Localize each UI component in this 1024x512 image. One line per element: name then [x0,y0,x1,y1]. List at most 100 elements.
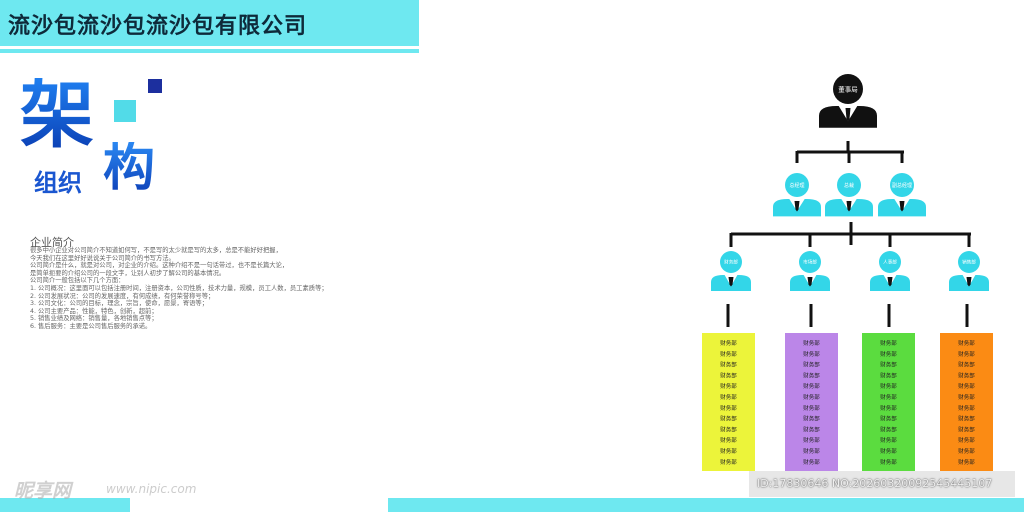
dept-box-item: 财务部 [880,371,897,379]
watermark-brand: 昵享网 [14,480,72,502]
dept-box-item: 财务部 [958,339,975,347]
dept-box-item: 财务部 [720,458,737,466]
manager-2-head [890,173,914,197]
dept-box-item: 财务部 [720,350,737,358]
dept-box-item: 财务部 [803,382,820,390]
intro-line: 今天我们在这里好好说说关于公司简介的书写方法。 [30,254,175,262]
watermark-url: www.nipic.com [106,482,197,496]
dept-box-item: 财务部 [720,393,737,401]
dept-box-item: 财务部 [803,447,820,455]
dept-box-item: 财务部 [803,436,820,444]
intro-line: 1. 公司概况：这里面可以包括注册时间，注册资本，公司性质，技术力量，规模，员工… [30,284,328,292]
decor-square-navy [148,79,162,93]
dept-box-item: 财务部 [803,371,820,379]
dept-box-3 [940,333,993,471]
intro-line: 2. 公司发展状况：公司的发展速度，有何成绩，有何荣誉称号等； [30,292,215,300]
intro-line: 3. 公司文化：公司的目标，理念，宗旨，使命，愿景，寄语等； [30,300,209,308]
dept-box-item: 财务部 [880,350,897,358]
dept-box-item: 财务部 [880,339,897,347]
dept-head-3-label: 销售部 [962,259,976,266]
dept-box-item: 财务部 [958,436,975,444]
title-char-jia: 架 [20,72,94,158]
dept-box-item: 财务部 [803,339,820,347]
dept-box-item: 财务部 [958,393,975,401]
dept-box-item: 财务部 [958,415,975,423]
dept-box-1 [785,333,838,471]
dept-box-item: 财务部 [958,458,975,466]
dept-box-item: 财务部 [803,458,820,466]
intro-line: 很多中小企业对公司简介不知道如何写，不是写的太少就是写的太多，总是不能好好把握， [30,247,282,254]
dept-box-item: 财务部 [958,350,975,358]
dept-box-item: 财务部 [720,425,737,433]
intro-line: 4. 公司主要产品：性能，特色，创新，超前； [30,307,158,315]
bottom-strip-right [388,498,1024,512]
manager-2-label: 副总经理 [892,182,912,189]
intro-line: 公司简介是什么，就是对公司，对企业的介绍。这种介绍不是一句话带过，也不是长篇大论… [30,262,289,270]
dept-box-item: 财务部 [720,361,737,369]
dept-head-2-tie [887,277,893,287]
chairman-tie [845,108,851,122]
dept-head-2-label: 人事部 [883,259,897,266]
dept-box-item: 财务部 [720,404,737,412]
dept-box-item: 财务部 [880,393,897,401]
dept-box-item: 财务部 [958,447,975,455]
decor-square-cyan [114,100,136,122]
intro-heading: 企业简介 [30,236,74,249]
title-zuzhi: 组织 [34,169,82,197]
manager-1-head [837,173,861,197]
dept-box-item: 财务部 [880,447,897,455]
dept-box-item: 财务部 [958,382,975,390]
dept-box-item: 财务部 [803,425,820,433]
dept-box-item: 财务部 [803,393,820,401]
dept-box-item: 财务部 [720,382,737,390]
dept-head-1-label: 市场部 [803,259,817,266]
intro-text: 很多中小企业对公司简介不知道如何写，不是写的太少就是写的太多，总是不能好好把握，… [30,247,390,331]
dept-box-item: 财务部 [880,425,897,433]
intro-line: 5. 销售业绩及网络：销售量，各地销售点等； [30,315,158,323]
dept-head-0-head [720,251,742,273]
title-char-gou: 构 [103,138,156,198]
dept-box-item: 财务部 [803,415,820,423]
manager-0-head [785,173,809,197]
dept-box-item: 财务部 [720,339,737,347]
manager-1-tie [846,201,852,212]
dept-box-item: 财务部 [880,458,897,466]
dept-head-3-head [958,251,980,273]
dept-box-item: 财务部 [880,415,897,423]
dept-box-item: 财务部 [958,371,975,379]
dept-head-0-label: 财务部 [724,259,738,266]
header-band: 流沙包流沙包流沙包有限公司 [0,0,419,46]
manager-0-tie [794,201,800,212]
manager-1-label: 总裁 [844,182,854,189]
dept-head-1-head [799,251,821,273]
dept-box-item: 财务部 [880,404,897,412]
dept-box-item: 财务部 [720,447,737,455]
dept-box-item: 财务部 [958,361,975,369]
chairman-label: 董事局 [838,84,858,93]
dept-box-item: 财务部 [803,404,820,412]
dept-box-0 [702,333,755,471]
watermark-id: ID:17830646 NO:20260320092545445107 [757,477,993,490]
dept-box-item: 财务部 [880,361,897,369]
dept-head-0-tie [728,277,734,287]
dept-head-1-tie [807,277,813,287]
dept-box-item: 财务部 [958,425,975,433]
dept-box-item: 财务部 [880,382,897,390]
manager-0-label: 总经理 [789,182,804,189]
header-rule [0,49,419,53]
intro-line: 公司简介一般包括以下几个方面： [30,277,125,285]
intro-line: 是简单扼要的介绍公司的一段文字，让别人初步了解公司的基本情况。 [30,269,226,277]
dept-box-item: 财务部 [958,404,975,412]
dept-head-2-head [879,251,901,273]
chairman-head [833,74,863,104]
company-name: 流沙包流沙包流沙包有限公司 [8,14,308,39]
watermark-id-bar [749,471,1015,497]
bottom-strip-left [0,498,130,512]
dept-box-item: 财务部 [880,436,897,444]
dept-box-item: 财务部 [720,436,737,444]
dept-box-item: 财务部 [720,371,737,379]
dept-head-3-tie [966,277,972,287]
dept-box-item: 财务部 [803,350,820,358]
dept-box-item: 财务部 [720,415,737,423]
